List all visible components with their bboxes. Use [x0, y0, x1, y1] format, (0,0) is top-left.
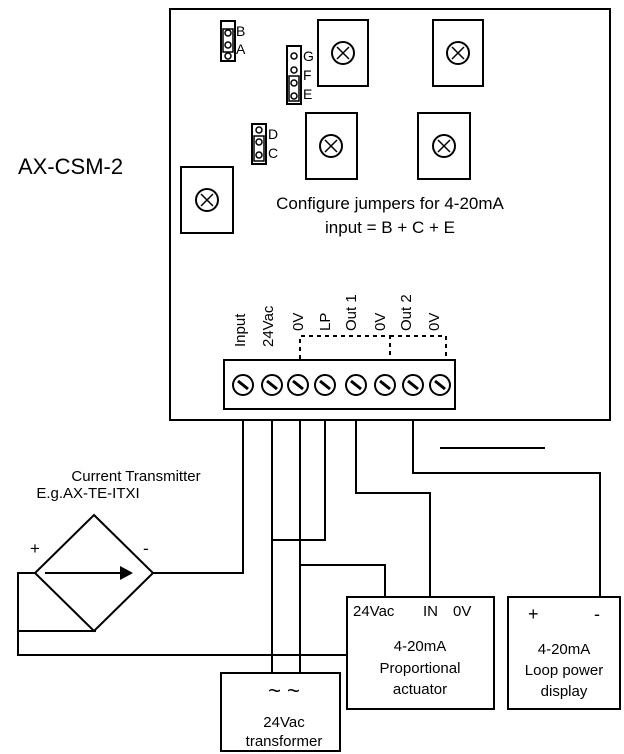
actuator-terminal-in: IN [423, 603, 438, 620]
potentiometer [180, 166, 234, 234]
display-box [507, 596, 621, 710]
terminal-screws [232, 374, 451, 396]
transmitter-subtitle: E.g.AX-TE-ITXI [36, 485, 139, 502]
potentiometer [305, 112, 358, 180]
actuator-box [346, 596, 495, 710]
jumper-ba [220, 20, 236, 62]
actuator-line1: 4-20mA [394, 638, 447, 655]
terminal-label-out2: Out 2 [398, 294, 415, 331]
potentiometer [417, 112, 471, 180]
display-line2: Loop power [525, 662, 603, 679]
actuator-line3: actuator [393, 681, 447, 698]
terminal-label-0v: 0V [372, 313, 389, 331]
terminal-label-out1: Out 1 [343, 294, 360, 331]
transformer-line2: transformer [246, 733, 323, 750]
jumper-gfe [286, 45, 302, 105]
screw-slot [379, 379, 391, 391]
transmitter-plus: + [30, 539, 40, 558]
jumper-label-f: F [303, 67, 312, 83]
screw-slot [292, 379, 304, 391]
jumper-label-c: C [268, 145, 278, 161]
jumper-dc [251, 123, 267, 165]
terminal-label-lp: LP [317, 313, 334, 331]
jumper-instruction-line1: Configure jumpers for 4-20mA [276, 194, 504, 213]
transmitter-title: Current Transmitter [71, 468, 200, 485]
jumper-label-b: B [236, 23, 245, 39]
display-minus: - [594, 604, 600, 624]
screw-slot [237, 379, 249, 391]
arrow-head [120, 566, 133, 580]
terminal-label-0v: 0V [290, 313, 307, 331]
display-line3: display [541, 683, 588, 700]
terminal-label-24vac: 24Vac [260, 305, 277, 347]
actuator-line2: Proportional [380, 660, 461, 677]
jumper-label-e: E [303, 86, 312, 102]
module-box [169, 8, 611, 421]
jumper-label-a: A [236, 41, 246, 57]
jumper-instruction-line2: input = B + C + E [325, 218, 455, 237]
screw-slot [407, 379, 419, 391]
display-plus: + [528, 604, 539, 624]
display-line1: 4-20mA [538, 641, 591, 658]
transmitter-minus: - [143, 539, 149, 558]
actuator-terminal-24vac: 24Vac [353, 603, 395, 620]
terminal-label-input: Input [232, 313, 249, 347]
actuator-terminal-0v: 0V [453, 603, 471, 620]
screw-slot [266, 379, 278, 391]
module-name: AX-CSM-2 [18, 154, 123, 179]
potentiometer [317, 19, 369, 87]
potentiometer [432, 19, 484, 87]
screw-slot [434, 379, 446, 391]
terminal-label-0v: 0V [426, 313, 443, 331]
screw-slot [350, 379, 362, 391]
transformer-line1: 24Vac [263, 714, 305, 731]
jumper-label-d: D [268, 126, 278, 142]
transformer-box [220, 672, 341, 752]
transformer-symbol: ~ ~ [268, 678, 300, 703]
screw-slot [319, 379, 331, 391]
internal-link-dashed [299, 335, 447, 359]
jumper-label-g: G [303, 48, 314, 64]
